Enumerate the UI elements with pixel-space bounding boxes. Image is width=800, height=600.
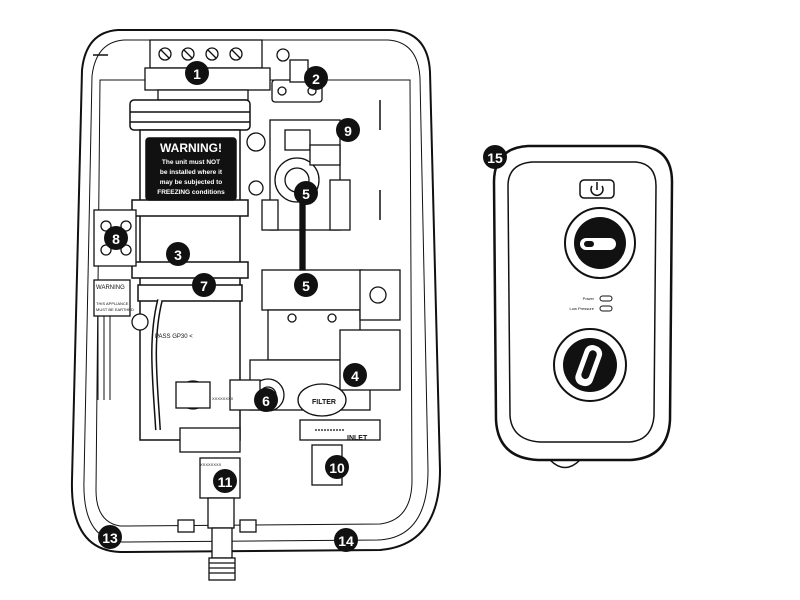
- callout-11: 11: [213, 469, 237, 493]
- callout-15: 15: [483, 145, 507, 169]
- tank-warning-line: be installed where it: [160, 169, 223, 176]
- filter-label: FILTER: [312, 399, 336, 406]
- callout-number: 2: [312, 71, 320, 87]
- callout-number: 7: [200, 278, 208, 294]
- callout-number: 9: [344, 123, 352, 139]
- tank-warning-line: FREEZING conditions: [157, 189, 225, 196]
- callout-number: 13: [102, 530, 118, 546]
- low-pressure-indicator-label: Low Pressure: [570, 306, 595, 311]
- callout-number: 4: [351, 368, 359, 384]
- shower-casing: [70, 29, 442, 554]
- temperature-dial[interactable]: [564, 207, 636, 279]
- callout-4: 4: [343, 363, 367, 387]
- callout-number: 5: [302, 186, 310, 202]
- flow-valve-assembly: [246, 119, 351, 231]
- callout-3: 3: [166, 242, 190, 266]
- tank-warning-title: WARNING!: [160, 141, 222, 155]
- callout-number: 15: [487, 150, 503, 166]
- pass-code-label: PASS GP30 <: [155, 334, 193, 340]
- callout-5-lower: 5: [294, 273, 318, 297]
- tank-warning-plate: [145, 137, 237, 201]
- serial-label: XXXXXXXX: [212, 396, 234, 401]
- callout-number: 3: [174, 247, 182, 263]
- callout-number: 14: [338, 533, 354, 549]
- serial-label: XXXXXXXX: [200, 462, 222, 467]
- tank-warning-line: may be subjected to: [160, 179, 223, 186]
- callout-number: 1: [193, 66, 201, 82]
- callout-1: 1: [185, 61, 209, 85]
- tank-warning-line: The unit must NOT: [162, 159, 220, 166]
- power-indicator-label: Power: [583, 296, 595, 301]
- inlet-label: INLET: [347, 435, 368, 442]
- indicator-lights: [599, 295, 613, 312]
- callout-10: 10: [325, 455, 349, 479]
- side-warning-title: WARNING: [96, 285, 125, 291]
- outlet-spigot: [177, 457, 257, 581]
- callout-2: 2: [304, 66, 328, 90]
- callout-5-upper: 5: [294, 181, 318, 205]
- heater-tank: [129, 99, 251, 441]
- flow-dial[interactable]: [553, 328, 627, 402]
- callout-number: 11: [218, 474, 233, 490]
- callout-13: 13: [98, 525, 122, 549]
- callout-number: 6: [262, 393, 270, 409]
- side-warning-line: MUST BE EARTHED: [96, 307, 134, 312]
- callout-number: 8: [112, 231, 120, 247]
- side-warning-line: THIS APPLIANCE: [96, 301, 129, 306]
- manifold-assembly: [249, 199, 401, 411]
- callout-7: 7: [192, 273, 216, 297]
- shower-front-cover: [492, 144, 674, 469]
- callout-14: 14: [334, 528, 358, 552]
- callout-number: 5: [302, 278, 310, 294]
- callout-9: 9: [336, 118, 360, 142]
- callout-6: 6: [254, 388, 278, 412]
- terminal-block: [144, 39, 271, 101]
- power-button[interactable]: [579, 179, 615, 199]
- callout-8: 8: [104, 226, 128, 250]
- callout-number: 10: [329, 460, 345, 476]
